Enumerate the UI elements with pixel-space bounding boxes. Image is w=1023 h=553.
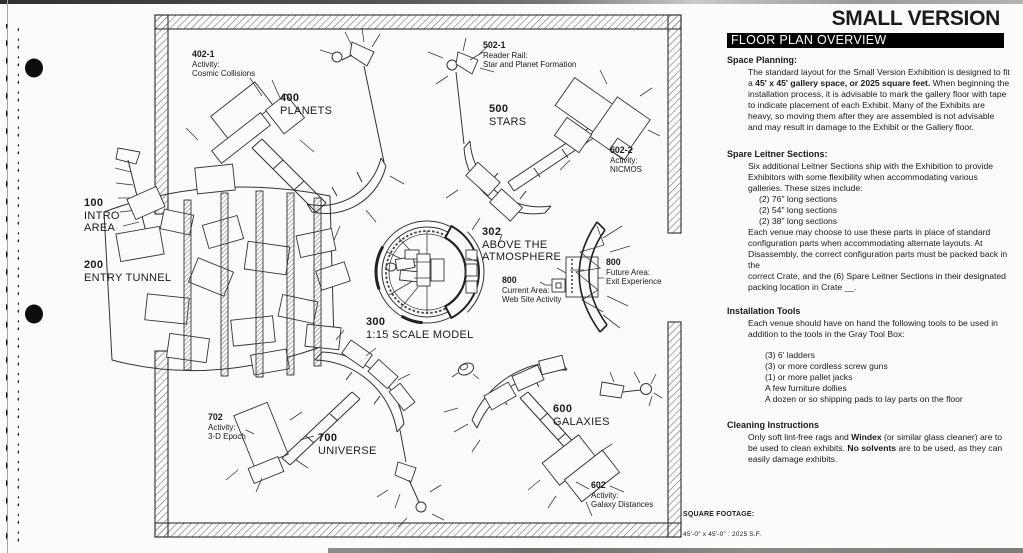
cleaning-paragraph: Only soft lint-free rags and Windex (or … bbox=[748, 432, 1003, 464]
area-label-800-web-site-activity: 800 Current Area: Web Site Activity bbox=[502, 275, 562, 304]
space-planning-paragraph: The standard layout for the Small Versio… bbox=[748, 67, 1010, 132]
hole-punch-bottom bbox=[25, 304, 43, 324]
exhibit-500-stars bbox=[427, 37, 661, 247]
area-label-100-intro: 100 INTRO AREA bbox=[84, 197, 120, 234]
list-item: (2) 54" long sections bbox=[759, 205, 838, 215]
section-installation-tools: Installation Tools Each venue should hav… bbox=[727, 306, 1010, 405]
area-label-302-above-the-atmosphere: 302 ABOVE THE ATMOSPHERE bbox=[482, 226, 562, 263]
section-heading: Spare Leitner Sections: bbox=[727, 149, 828, 159]
exhibit-600-galaxies bbox=[443, 354, 663, 517]
page-title: SMALL VERSION bbox=[831, 7, 1001, 30]
exhibit-400-planets bbox=[185, 27, 405, 241]
exhibit-200-entry-tunnel bbox=[103, 163, 351, 378]
list-item: A few furniture dollies bbox=[765, 383, 847, 393]
area-label-702-3d-epoch: 702 Activity: 3-D Epoch bbox=[208, 412, 246, 441]
square-footage-label: SQUARE FOOTAGE: bbox=[683, 511, 755, 518]
small-sketch bbox=[451, 362, 480, 380]
spare-leitner-outro: Each venue may choose to use these parts… bbox=[748, 227, 1008, 270]
area-label-800-exit-experience: 800 Future Area: Exit Experience bbox=[606, 257, 662, 286]
section-heading: Installation Tools bbox=[727, 306, 801, 316]
section-space-planning: Space Planning: The standard layout for … bbox=[727, 55, 1010, 133]
spare-leitner-intro: Six additional Leitner Sections ship wit… bbox=[748, 161, 994, 193]
leitner-size-list: (2) 76" long sections (2) 54" long secti… bbox=[748, 194, 1010, 227]
hole-punch-top bbox=[25, 58, 43, 78]
list-item: A dozen or so shipping pads to lay parts… bbox=[765, 394, 963, 404]
gallery-walls bbox=[154, 14, 682, 538]
binding-marks bbox=[6, 24, 19, 546]
list-item: (3) or more cordless screw guns bbox=[765, 361, 888, 371]
area-label-700-universe: 700 UNIVERSE bbox=[318, 432, 377, 457]
spare-leitner-outro2: correct Crate, and the (6) Spare Leitner… bbox=[748, 271, 1006, 292]
instructions-column: Space Planning: The standard layout for … bbox=[727, 55, 1010, 479]
area-label-502-1-reader-rail: 502-1 Reader Rail: Star and Planet Forma… bbox=[483, 40, 577, 69]
area-label-502-2-nicmos: 502-2 Activity: NICMOS bbox=[610, 145, 642, 174]
list-item: (2) 76" long sections bbox=[759, 194, 838, 204]
list-item: (1) or more pallet jacks bbox=[765, 372, 853, 382]
section-cleaning: Cleaning Instructions Only soft lint-fre… bbox=[727, 420, 1010, 465]
area-label-300-scale-model: 300 1:15 SCALE MODEL bbox=[366, 316, 474, 341]
installation-tools-intro: Each venue should have on hand the follo… bbox=[748, 318, 998, 339]
area-label-200-entry-tunnel: 200 ENTRY TUNNEL bbox=[84, 259, 172, 284]
tool-list: (3) 6' ladders (3) or more cordless scre… bbox=[748, 350, 1010, 405]
area-label-500-stars: 500 STARS bbox=[489, 103, 527, 128]
exhibit-300-scale-model bbox=[374, 220, 485, 325]
scan-bottom-edge bbox=[328, 548, 1023, 553]
list-item: (2) 38" long sections bbox=[759, 216, 838, 226]
list-item: (3) 6' ladders bbox=[765, 350, 815, 360]
section-banner: FLOOR PLAN OVERVIEW bbox=[727, 33, 1004, 48]
exhibit-800-areas bbox=[539, 221, 631, 333]
exhibit-700-universe bbox=[225, 329, 445, 528]
area-label-400-planets: 400 PLANETS bbox=[280, 92, 333, 117]
section-heading: Cleaning Instructions bbox=[727, 420, 820, 430]
scan-top-edge bbox=[0, 0, 1023, 4]
area-label-600-galaxies: 600 GALAXIES bbox=[553, 403, 610, 428]
section-spare-leitner: Spare Leitner Sections: Six additional L… bbox=[727, 149, 1010, 293]
square-footage-value: 45'-0" x 45'-0" : 2025 S.F. bbox=[683, 531, 762, 538]
section-heading: Space Planning: bbox=[727, 55, 798, 65]
area-label-602-galaxy-distances: 602 Activity: Galaxy Distances bbox=[591, 480, 654, 509]
area-label-402-1-cosmic-collisions: 402-1 Activity: Cosmic Collisions bbox=[192, 49, 256, 78]
